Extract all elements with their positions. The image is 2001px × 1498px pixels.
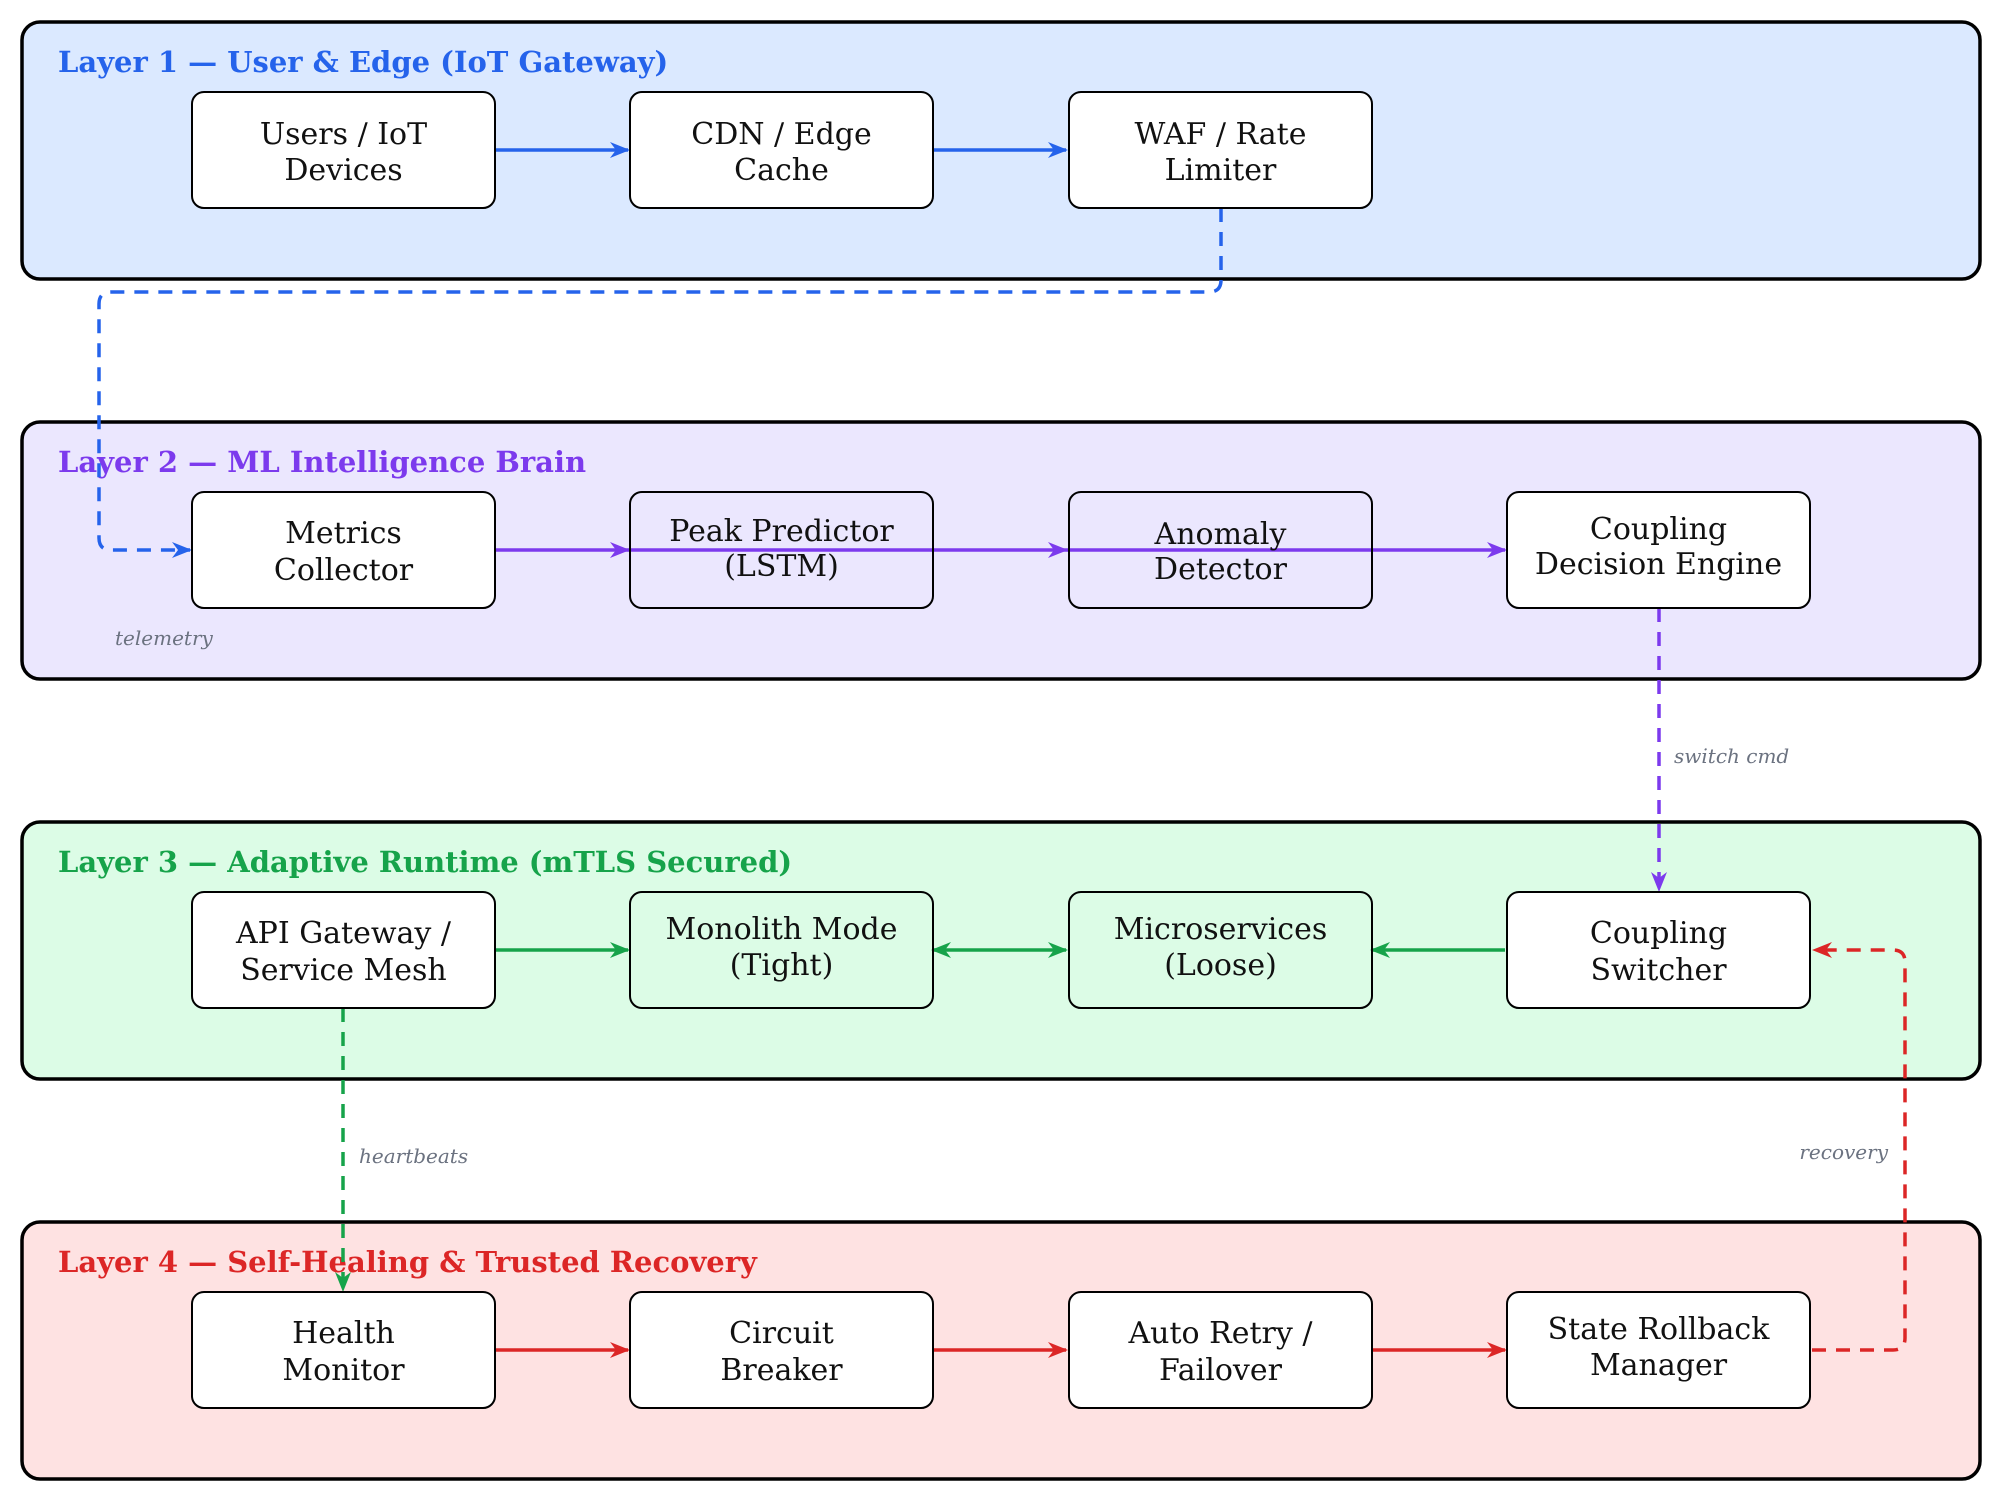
edge-label-recovery: recovery — [1799, 1140, 1888, 1164]
node-api-gateway: API Gateway / Service Mesh — [191, 891, 496, 1009]
node-health-monitor: Health Monitor — [191, 1291, 496, 1409]
node-users: Users / IoT Devices — [191, 91, 496, 209]
node-peak-line2: (LSTM) — [724, 549, 839, 584]
node-micro-line2: (Loose) — [1164, 948, 1277, 983]
layer4-title: Layer 4 — Self-Healing & Trusted Recover… — [58, 1245, 758, 1279]
node-auto-retry: Auto Retry / Failover — [1068, 1291, 1373, 1409]
edge-waf-to-metrics — [97, 208, 1223, 558]
node-retry-line2: Failover — [1159, 1353, 1283, 1388]
node-circuit-breaker: Circuit Breaker — [629, 1291, 934, 1409]
layer3-title: Layer 3 — Adaptive Runtime (mTLS Secured… — [58, 845, 792, 879]
edge-label-heartbeats: heartbeats — [359, 1144, 468, 1168]
edge-label-switch-cmd: switch cmd — [1674, 744, 1789, 768]
node-waf-line2: Limiter — [1165, 153, 1277, 188]
node-rollback-line2: Manager — [1590, 1348, 1728, 1383]
node-breaker-line2: Breaker — [720, 1353, 843, 1388]
node-anomaly-line2: Detector — [1154, 552, 1288, 587]
edge-rollback-to-switcher — [1812, 942, 1907, 1352]
node-switcher-line2: Switcher — [1590, 953, 1727, 988]
layer1-title: Layer 1 — User & Edge (IoT Gateway) — [58, 45, 668, 79]
node-peak-line1: Peak Predictor — [669, 514, 894, 549]
node-waf: WAF / Rate Limiter — [1068, 91, 1373, 209]
node-metrics-line1: Metrics — [285, 516, 402, 551]
node-monolith-mode: Monolith Mode (Tight) — [629, 891, 934, 1009]
node-cdn-line1: CDN / Edge — [691, 117, 872, 152]
node-coupling-switcher: Coupling Switcher — [1506, 891, 1811, 1009]
node-cdn: CDN / Edge Cache — [629, 91, 934, 209]
node-gateway-line2: Service Mesh — [240, 953, 446, 988]
node-state-rollback: State Rollback Manager — [1506, 1291, 1811, 1409]
node-decision-engine: Coupling Decision Engine — [1506, 491, 1811, 609]
node-peak-predictor: Peak Predictor (LSTM) — [629, 491, 934, 609]
node-switcher-line1: Coupling — [1590, 916, 1727, 951]
node-cdn-line2: Cache — [734, 153, 829, 188]
node-breaker-line1: Circuit — [729, 1316, 834, 1351]
node-anomaly-detector: Anomaly Detector — [1068, 491, 1373, 609]
node-health-line1: Health — [292, 1316, 395, 1351]
node-rollback-line1: State Rollback — [1548, 1312, 1771, 1347]
node-users-line1: Users / IoT — [260, 117, 427, 152]
layer2-title: Layer 2 — ML Intelligence Brain — [58, 445, 586, 479]
node-gateway-line1: API Gateway / — [235, 916, 452, 951]
node-retry-line1: Auto Retry / — [1128, 1316, 1314, 1351]
node-monolith-line1: Monolith Mode — [665, 912, 897, 947]
node-metrics-line2: Collector — [274, 553, 414, 588]
node-metrics: Metrics Collector — [191, 491, 496, 609]
node-health-line2: Monitor — [282, 1353, 405, 1388]
node-monolith-line2: (Tight) — [730, 948, 834, 983]
node-micro-line1: Microservices — [1114, 912, 1328, 947]
node-decision-line1: Coupling — [1590, 512, 1727, 547]
node-microservices: Microservices (Loose) — [1068, 891, 1373, 1009]
node-users-line2: Devices — [284, 153, 402, 188]
node-decision-line2: Decision Engine — [1535, 547, 1782, 582]
edge-label-telemetry: telemetry — [115, 626, 214, 650]
node-waf-line1: WAF / Rate — [1135, 117, 1307, 152]
node-anomaly-line1: Anomaly — [1154, 517, 1287, 552]
